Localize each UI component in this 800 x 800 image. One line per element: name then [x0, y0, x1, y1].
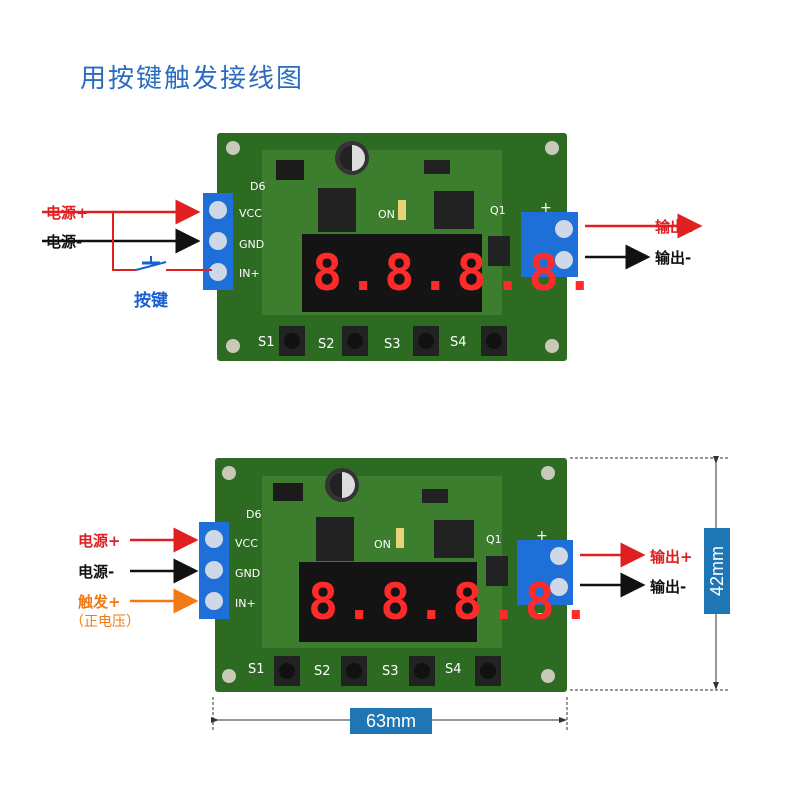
pcb-board-1 [203, 133, 578, 361]
label-minus-1: − [540, 278, 552, 294]
wire-button-in [112, 212, 136, 271]
label-power-minus-2: 电源- [78, 563, 115, 581]
switch-s1-1: S1 [258, 335, 275, 350]
label-q1-2: Q1 [486, 533, 502, 546]
label-d6-2: D6 [246, 508, 262, 521]
label-trigger-note: （正电压） [70, 614, 140, 630]
page-title: 用按键触发接线图 [80, 64, 305, 94]
switch-s2-2: S2 [314, 664, 331, 679]
label-q1-1: Q1 [490, 204, 506, 217]
push-button-symbol [135, 256, 167, 271]
pin-vcc-2: VCC [235, 537, 258, 550]
pin-vcc-1: VCC [239, 207, 262, 220]
label-power-plus-1: 电源+ [46, 204, 89, 222]
label-button: 按键 [134, 291, 168, 311]
label-plus-1: + [540, 200, 552, 216]
label-plus-2: + [536, 528, 548, 544]
pin-in-2: IN+ [235, 597, 256, 610]
label-minus-2: − [536, 606, 548, 622]
label-on-1: ON [378, 208, 395, 221]
label-out-plus-1: 输出+ [655, 218, 698, 236]
label-d6-1: D6 [250, 180, 266, 193]
switch-s4-2: S4 [445, 662, 462, 677]
seven-seg-display-1: 8.8.8.8. [312, 244, 601, 302]
switch-s4-1: S4 [450, 335, 467, 350]
height-dimension: 42mm [704, 528, 730, 614]
width-dimension: 63mm [350, 708, 432, 734]
switch-s3-2: S3 [382, 664, 399, 679]
label-power-minus-1: 电源- [46, 233, 83, 251]
height-dimension-text: 42mm [707, 546, 727, 597]
label-out-minus-2: 输出- [650, 578, 687, 596]
seven-seg-display-2: 8.8.8.8. [308, 573, 597, 631]
switch-s3-1: S3 [384, 337, 401, 352]
switch-s2-1: S2 [318, 337, 335, 352]
pin-in-1: IN+ [239, 267, 260, 280]
label-trigger-plus: 触发+ [78, 593, 121, 611]
label-power-plus-2: 电源+ [78, 532, 121, 550]
label-out-plus-2: 输出+ [650, 548, 693, 566]
pcb-board-2 [199, 458, 573, 692]
dimension-lines [211, 456, 730, 732]
label-out-minus-1: 输出- [655, 249, 692, 267]
label-on-2: ON [374, 538, 391, 551]
switch-s1-2: S1 [248, 662, 265, 677]
pin-gnd-2: GND [235, 567, 261, 580]
pin-gnd-1: GND [239, 238, 265, 251]
